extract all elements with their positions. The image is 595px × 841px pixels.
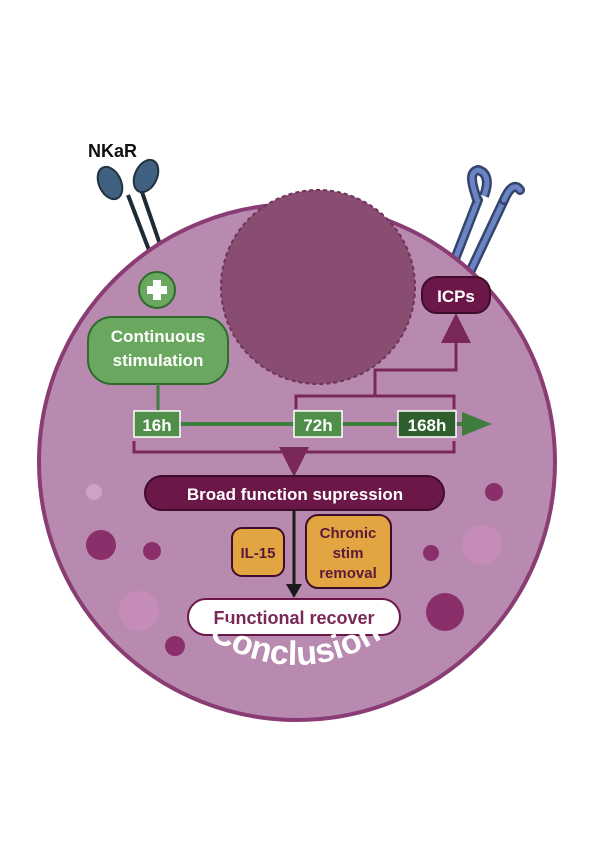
chronic-label-line2: stim <box>333 545 364 562</box>
chronic-label-line1: Chronic <box>320 525 377 542</box>
il15-label: IL-15 <box>240 545 275 562</box>
icp-bracket <box>294 313 471 409</box>
timepoint-16h: 16h <box>133 410 181 438</box>
receptor-label: NKaR <box>88 141 137 161</box>
icps-box <box>421 276 491 314</box>
plus-icon <box>138 271 176 309</box>
chronic-label-line3: removal <box>319 565 377 582</box>
vesicles <box>86 483 503 656</box>
timepoint-72h: 72h <box>293 410 343 438</box>
stimulation-label-line1: Continuous <box>111 327 205 346</box>
suppression-bracket <box>132 441 456 477</box>
il15-box <box>231 527 285 577</box>
timepoint-168h-label: 168h <box>408 416 447 435</box>
recovery-box <box>187 598 401 636</box>
chronic-removal-box <box>305 514 392 589</box>
recovery-arrow <box>286 510 302 598</box>
timepoint-16h-label: 16h <box>142 416 171 435</box>
icps-label: ICPs <box>437 287 475 306</box>
timepoint-168h: 168h <box>397 410 457 438</box>
icp-receptor-icon <box>445 164 525 277</box>
stimulation-label-line2: stimulation <box>113 351 204 370</box>
nkar-receptor-icon <box>96 158 166 259</box>
timepoint-72h-label: 72h <box>303 416 332 435</box>
nucleus <box>220 189 416 385</box>
suppression-label: Broad function supression <box>187 485 403 504</box>
recovery-label: Functional recover <box>213 608 374 628</box>
